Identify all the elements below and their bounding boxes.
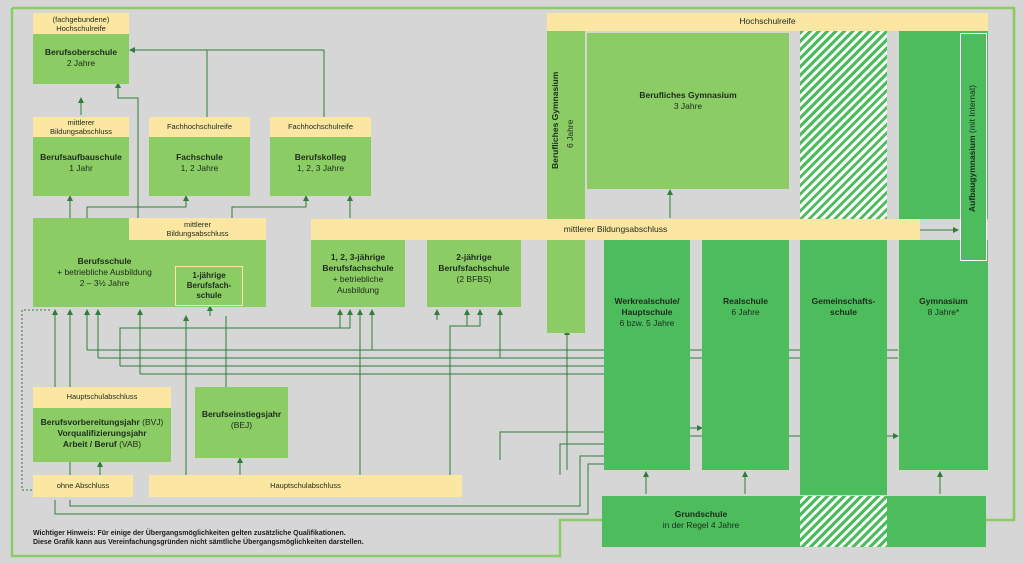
hauptschulabschluss-top-text: Hauptschulabschluss bbox=[66, 392, 138, 401]
fachhochschulreife-label-berufskolleg: Fachhochschulreife bbox=[270, 117, 371, 137]
fachgebundene-hochschulreife-label: (fachgebundene) Hochschulreife bbox=[33, 13, 129, 34]
hauptschulabschluss-label-bottom: Hauptschulabschluss bbox=[149, 475, 462, 497]
mittlerer-top-line2: Bildungsabschluss bbox=[49, 127, 113, 136]
fachhochschulreife-label-fachschule: Fachhochschulreife bbox=[149, 117, 250, 137]
bej-title: Berufseinstiegsjahr bbox=[201, 409, 282, 419]
berufliches-gymnasium-duration: 3 Jahre bbox=[673, 101, 703, 111]
einjaehrige-line3: schule bbox=[196, 291, 222, 300]
bvj-vab-box: Berufsvorbereitungsjahr (BVJ) Vorqualifi… bbox=[33, 408, 171, 462]
berufsschule-title: Berufsschule bbox=[77, 256, 132, 266]
werkrealschule-duration: 6 bzw. 5 Jahre bbox=[619, 318, 675, 328]
berufliches-gymnasium-title: Berufliches Gymnasium bbox=[639, 90, 737, 100]
berufskolleg-duration: 1, 2, 3 Jahre bbox=[296, 163, 345, 173]
hauptschulabschluss-label-top: Hauptschulabschluss bbox=[33, 387, 171, 408]
bfs123-sub2: Ausbildung bbox=[336, 285, 380, 295]
gemeinschaftsschule-lower-hatch bbox=[800, 496, 887, 547]
aufbaugymnasium-label: Aufbaugymnasium (mit Internat) bbox=[967, 48, 978, 248]
mittlerer-bildungsabschluss-label-mid: mittlerer Bildungsabschluss bbox=[129, 218, 266, 240]
aufbaugymnasium-title: Aufbaugymnasium bbox=[967, 135, 977, 212]
berufsoberschule-title: Berufsoberschule bbox=[44, 47, 118, 57]
gemeinschaftsschule-upper-hatch bbox=[800, 31, 887, 219]
gemeinschaftsschule-title1: Gemeinschafts- bbox=[811, 296, 876, 306]
bej-sub: (BEJ) bbox=[230, 420, 253, 430]
bfs123-title1: 1, 2, 3-jährige bbox=[330, 252, 386, 262]
berufliches-gymnasium-v-sub: 6 Jahre bbox=[565, 119, 575, 148]
fachgebundene-line2: Hochschulreife bbox=[56, 24, 106, 33]
berufsaufbauschule-title: Berufsaufbauschule bbox=[40, 152, 122, 162]
einjaehrige-line2: Berufsfach- bbox=[186, 281, 232, 290]
ohne-abschluss-text: ohne Abschluss bbox=[56, 481, 110, 490]
gemeinschaftsschule-box: Gemeinschafts- schule bbox=[800, 240, 887, 495]
bvj-line3-abbr: (VAB) bbox=[116, 439, 142, 449]
fachschule-duration: 1, 2 Jahre bbox=[180, 163, 219, 173]
gymnasium-title: Gymnasium bbox=[919, 296, 968, 306]
berufskolleg-box: Berufskolleg 1, 2, 3 Jahre bbox=[270, 137, 371, 196]
berufsoberschule-duration: 2 Jahre bbox=[66, 58, 96, 68]
einjaehrige-line1: 1-jährige bbox=[192, 271, 226, 280]
realschule-box: Realschule 6 Jahre bbox=[702, 240, 789, 470]
berufsschule-duration: 2 – 3½ Jahre bbox=[79, 278, 130, 288]
hinweis-line2: Diese Grafik kann aus Vereinfachungsgrün… bbox=[33, 539, 364, 546]
berufliches-gymnasium-6-upper bbox=[547, 31, 585, 219]
bvj-line1-abbr: (BVJ) bbox=[139, 417, 164, 427]
mittlerer-bildungsabschluss-label-top: mittlerer Bildungsabschluss bbox=[33, 117, 129, 137]
fachschule-title: Fachschule bbox=[176, 152, 223, 162]
mittlerer-bildungsabschluss-bar: mittlerer Bildungsabschluss bbox=[311, 219, 920, 240]
berufsfachschule-2-box: 2-jährige Berufsfachschule (2 BFBS) bbox=[427, 240, 521, 307]
werkrealschule-title1: Werkrealschule/ bbox=[614, 296, 680, 306]
mittlerer-mid-line2: Bildungsabschluss bbox=[166, 229, 229, 238]
werkrealschule-title2: Hauptschule bbox=[621, 307, 673, 317]
grundschule-right-box bbox=[887, 496, 986, 547]
hinweis-note: Wichtiger Hinweis: Für einige der Überga… bbox=[33, 529, 553, 547]
fachgebundene-line1: (fachgebundene) bbox=[52, 15, 110, 24]
bfs123-sub1: + betriebliche bbox=[332, 274, 384, 284]
aufbaugymnasium-box bbox=[960, 33, 987, 261]
grundschule-title: Grundschule bbox=[674, 509, 728, 519]
berufsaufbauschule-duration: 1 Jahr bbox=[69, 163, 93, 173]
grundschule-duration: in der Regel 4 Jahre bbox=[662, 520, 740, 530]
mittlerer-wide-label: mittlerer Bildungsabschluss bbox=[563, 224, 668, 234]
fachhochschulreife-text-1: Fachhochschulreife bbox=[166, 122, 233, 131]
grundschule-box: Grundschule in der Regel 4 Jahre bbox=[602, 496, 800, 547]
gymnasium-duration: 8 Jahre* bbox=[927, 307, 960, 317]
hochschulreife-bar: Hochschulreife bbox=[547, 13, 988, 31]
bvj-line1-title: Berufsvorbereitungsjahr bbox=[40, 417, 140, 427]
realschule-title: Realschule bbox=[723, 296, 768, 306]
berufliches-gymnasium-box: Berufliches Gymnasium 3 Jahre bbox=[587, 33, 789, 189]
mittlerer-top-line1: mittlerer bbox=[67, 118, 95, 127]
hinweis-line1: Wichtiger Hinweis: Für einige der Überga… bbox=[33, 530, 346, 537]
einjaehrige-berufsfachschule-box: 1-jährige Berufsfach- schule bbox=[175, 266, 243, 306]
gemeinschaftsschule-title2: schule bbox=[830, 307, 857, 317]
bvj-line3-title: Arbeit / Beruf bbox=[62, 439, 117, 449]
bej-box: Berufseinstiegsjahr (BEJ) bbox=[195, 387, 288, 458]
fachschule-box: Fachschule 1, 2 Jahre bbox=[149, 137, 250, 196]
berufliches-gymnasium-6-label: Berufliches Gymnasium bbox=[550, 60, 561, 180]
berufliches-gymnasium-6-lower bbox=[547, 240, 585, 333]
fachhochschulreife-text-2: Fachhochschulreife bbox=[287, 122, 354, 131]
bfs2-title1: 2-jährige bbox=[456, 252, 492, 262]
werkrealschule-box: Werkrealschule/ Hauptschule 6 bzw. 5 Jah… bbox=[604, 240, 690, 470]
berufsoberschule-box: Berufsoberschule 2 Jahre bbox=[33, 34, 129, 84]
berufskolleg-title: Berufskolleg bbox=[294, 152, 347, 162]
hauptschulabschluss-bottom-text: Hauptschulabschluss bbox=[270, 481, 341, 490]
bvj-line2: Vorqualifizierungsjahr bbox=[57, 428, 147, 438]
gymnasium-box: Gymnasium 8 Jahre* bbox=[899, 240, 988, 470]
hochschulreife-label: Hochschulreife bbox=[739, 16, 796, 26]
bfs2-sub: (2 BFBS) bbox=[456, 274, 492, 284]
mittlerer-mid-line1: mittlerer bbox=[183, 220, 212, 229]
berufliches-gymnasium-6-duration: 6 Jahre bbox=[565, 108, 576, 148]
realschule-duration: 6 Jahre bbox=[731, 307, 760, 317]
berufliches-gymnasium-v-title: Berufliches Gymnasium bbox=[550, 71, 560, 169]
berufsschule-sub1: + betriebliche Ausbildung bbox=[57, 267, 152, 277]
berufsaufbauschule-box: Berufsaufbauschule 1 Jahr bbox=[33, 137, 129, 196]
bfs123-title2: Berufsfachschule bbox=[322, 263, 394, 273]
ohne-abschluss-label: ohne Abschluss bbox=[33, 475, 133, 497]
bfs2-title2: Berufsfachschule bbox=[438, 263, 510, 273]
aufbaugymnasium-sub: (mit Internat) bbox=[967, 84, 977, 136]
berufsfachschule-123-box: 1, 2, 3-jährige Berufsfachschule + betri… bbox=[311, 240, 405, 307]
